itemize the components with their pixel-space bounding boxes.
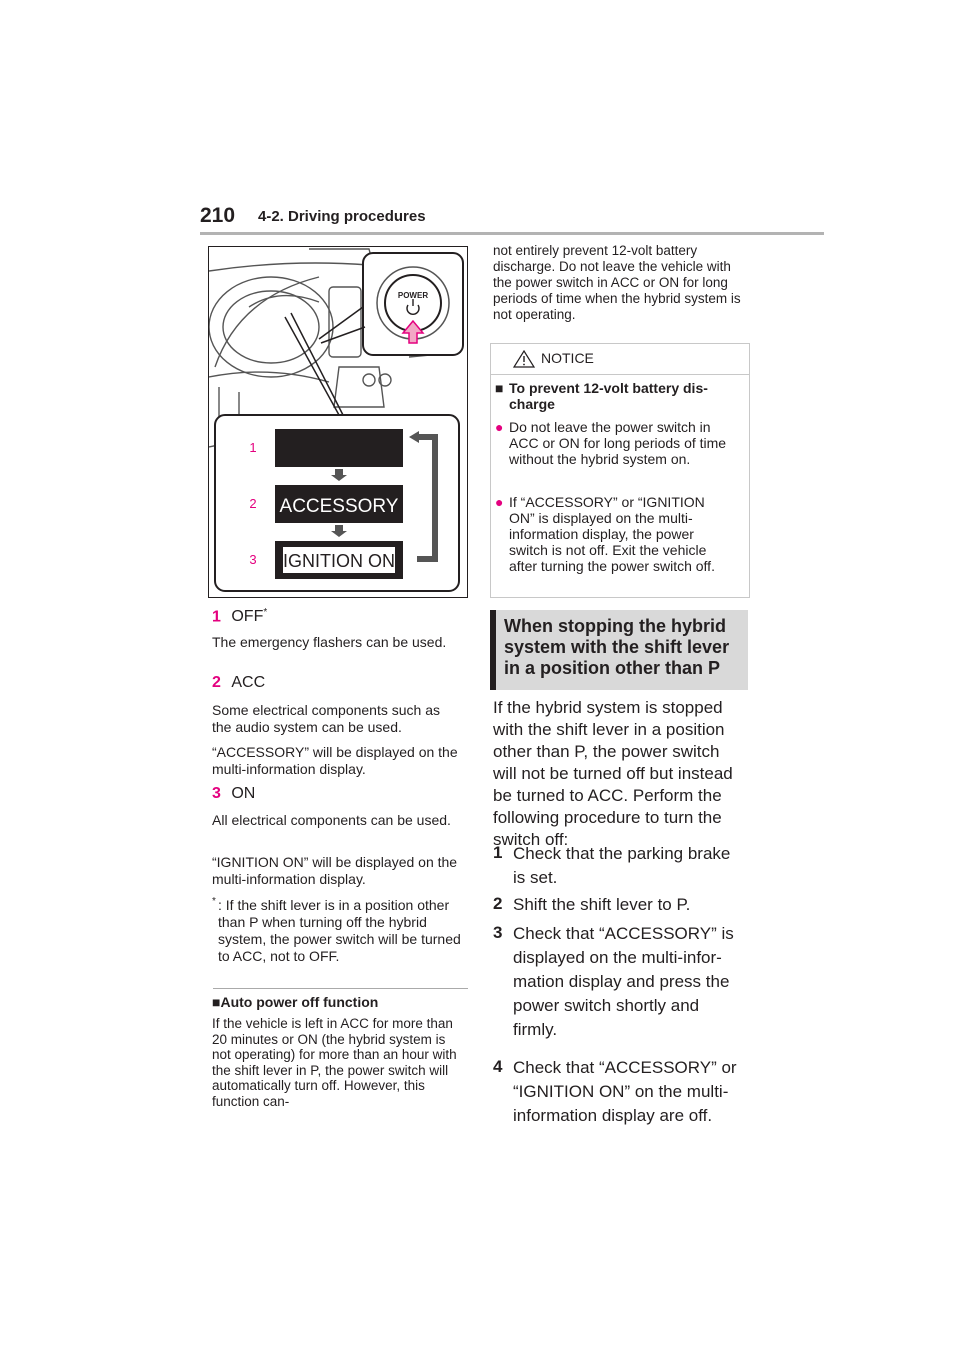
item-acc-desc-1: Some electrical components such as the a…	[212, 702, 440, 735]
power-button-label: POWER	[398, 291, 428, 300]
dashboard-illustration: POWER 1 2 3 ACCESSORY IGNITION ON	[209, 248, 464, 592]
header-rule	[200, 232, 824, 235]
round-bullet-icon: ●	[495, 494, 504, 510]
item-number: 3	[212, 785, 221, 802]
footnote-text: : If the shift lever is in a position ot…	[218, 897, 461, 964]
footnote-mark: *	[263, 607, 268, 618]
item-number: 1	[212, 608, 221, 626]
item-number: 2	[212, 674, 221, 691]
item-on: 3 ON	[212, 785, 255, 803]
accessory-display	[275, 485, 403, 523]
down-arrow-icon	[331, 525, 347, 537]
item-on-desc-1: All electrical components can be used.	[212, 812, 451, 828]
warning-icon	[513, 350, 535, 368]
footnote-marker: *	[212, 896, 216, 907]
accessory-display-text: ACCESSORY	[280, 496, 399, 517]
item-label: ACC	[231, 674, 266, 691]
item-label: ON	[231, 785, 256, 802]
section-heading: When stopping the hybrid system with the…	[490, 610, 748, 690]
item-acc: 2 ACC	[212, 674, 265, 692]
item-off-desc: The emergency flashers can be used.	[212, 634, 447, 650]
row-number-1: 1	[249, 440, 256, 455]
press-arrow-icon	[401, 319, 425, 344]
round-bullet-icon: ●	[495, 419, 504, 435]
section-heading-text: When stopping the hybrid system with the…	[504, 616, 730, 678]
item-label: OFF	[231, 608, 264, 626]
row-number-3: 3	[249, 552, 256, 567]
section-title: 4-2. Driving procedures	[258, 208, 426, 225]
subsection-rule	[213, 988, 468, 989]
notice-bullet-1: ●Do not leave the power switch in ACC or…	[495, 419, 727, 467]
square-bullet-icon: ■	[212, 994, 221, 1010]
item-off: 1 OFF*	[212, 607, 267, 626]
page-number: 210	[200, 204, 236, 227]
notice-subtitle: ■To prevent 12-volt battery dis-charge	[495, 380, 708, 412]
auto-power-off-title: ■Auto power off function	[212, 994, 379, 1010]
off-display	[275, 429, 403, 467]
notice-title: NOTICE	[541, 350, 594, 366]
continued-text: not entirely prevent 12-volt battery dis…	[493, 243, 741, 322]
power-switch-figure: POWER 1 2 3 ACCESSORY IGNITION ON	[208, 246, 468, 598]
intro-text: If the hybrid system is stopped with the…	[493, 698, 733, 849]
auto-power-off-text: If the vehicle is left in ACC for more t…	[212, 1016, 457, 1109]
row-number-2: 2	[249, 496, 256, 511]
notice-bullet-2: ●If “ACCESSORY” or “IGNITION ON” is disp…	[495, 494, 715, 574]
square-bullet-icon: ■	[495, 380, 504, 396]
ignition-on-display-text: IGNITION ON	[283, 551, 395, 571]
notice-box: NOTICE ■To prevent 12-volt battery dis-c…	[490, 343, 750, 598]
item-on-desc-2: “IGNITION ON” will be displayed on the m…	[212, 854, 458, 887]
down-arrow-icon	[331, 469, 347, 481]
item-acc-desc-2: “ACCESSORY” will be displayed on the mul…	[212, 744, 458, 777]
